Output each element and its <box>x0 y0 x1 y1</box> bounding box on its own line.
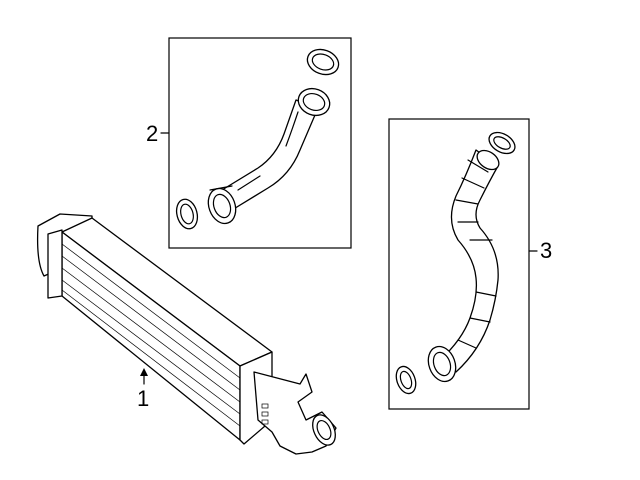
intercooler-fins <box>61 243 241 427</box>
intercooler-bracket-slots <box>261 403 269 425</box>
intercooler-left-plate <box>47 229 63 299</box>
intercooler: 1 <box>36 213 337 455</box>
callout-3-label: 3 <box>540 238 552 263</box>
callout-2-label: 2 <box>146 121 158 146</box>
part-2-frame <box>168 37 352 249</box>
o-ring-upper <box>306 48 340 76</box>
part-3-group: 3 <box>388 118 552 410</box>
callout-1-label: 1 <box>137 386 149 411</box>
part-3-frame <box>388 118 530 410</box>
o-ring-hose-bottom <box>395 365 417 395</box>
charge-pipe-upper <box>207 87 331 225</box>
o-ring-lower <box>175 198 199 230</box>
part-2-group: 2 <box>146 37 352 249</box>
o-ring-hose-top <box>488 131 516 155</box>
charge-hose-lower <box>427 149 500 383</box>
callout-1-arrowhead <box>140 368 148 376</box>
